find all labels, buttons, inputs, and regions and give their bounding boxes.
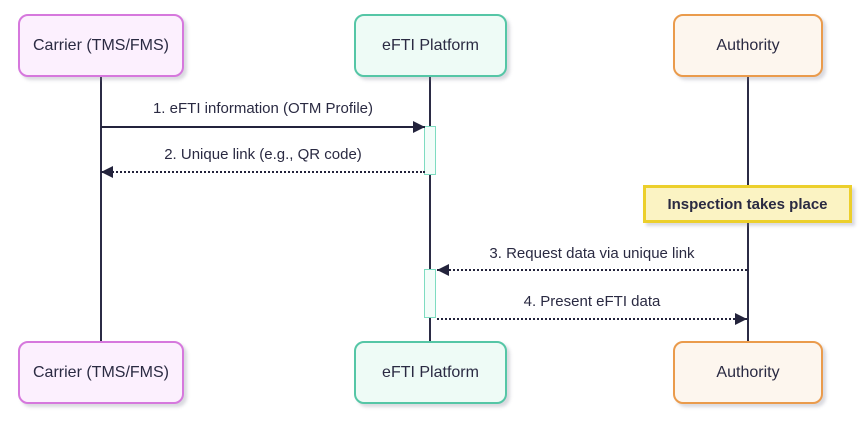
message-3-line bbox=[437, 269, 747, 271]
actor-label: eFTI Platform bbox=[382, 363, 479, 381]
message-3-label: 3. Request data via unique link bbox=[489, 245, 695, 262]
note-label: Inspection takes place bbox=[667, 195, 828, 213]
arrowhead-left-icon bbox=[437, 264, 449, 276]
actor-bottom-efti-platform: eFTI Platform bbox=[354, 341, 507, 404]
actor-label: Carrier (TMS/FMS) bbox=[33, 363, 169, 381]
actor-label: eFTI Platform bbox=[382, 36, 479, 54]
message-1-label: 1. eFTI information (OTM Profile) bbox=[152, 100, 374, 117]
actor-label: Authority bbox=[716, 36, 780, 54]
lifeline-carrier bbox=[100, 77, 102, 341]
message-4-line bbox=[437, 318, 747, 320]
message-2-label: 2. Unique link (e.g., QR code) bbox=[164, 146, 362, 163]
arrowhead-right-icon bbox=[735, 313, 747, 325]
actor-top-efti-platform: eFTI Platform bbox=[354, 14, 507, 77]
actor-bottom-authority: Authority bbox=[673, 341, 823, 404]
message-2-line bbox=[101, 171, 425, 173]
note-inspection: Inspection takes place bbox=[643, 185, 852, 223]
message-1-line bbox=[101, 126, 425, 128]
arrowhead-right-icon bbox=[413, 121, 425, 133]
arrowhead-left-icon bbox=[101, 166, 113, 178]
lifeline-efti-platform bbox=[429, 77, 431, 341]
actor-bottom-carrier: Carrier (TMS/FMS) bbox=[18, 341, 184, 404]
activation-bar-2 bbox=[424, 269, 436, 318]
actor-label: Authority bbox=[716, 363, 780, 381]
actor-label: Carrier (TMS/FMS) bbox=[33, 36, 169, 54]
actor-top-carrier: Carrier (TMS/FMS) bbox=[18, 14, 184, 77]
actor-top-authority: Authority bbox=[673, 14, 823, 77]
message-4-label: 4. Present eFTI data bbox=[523, 293, 661, 310]
activation-bar-1 bbox=[424, 126, 436, 175]
